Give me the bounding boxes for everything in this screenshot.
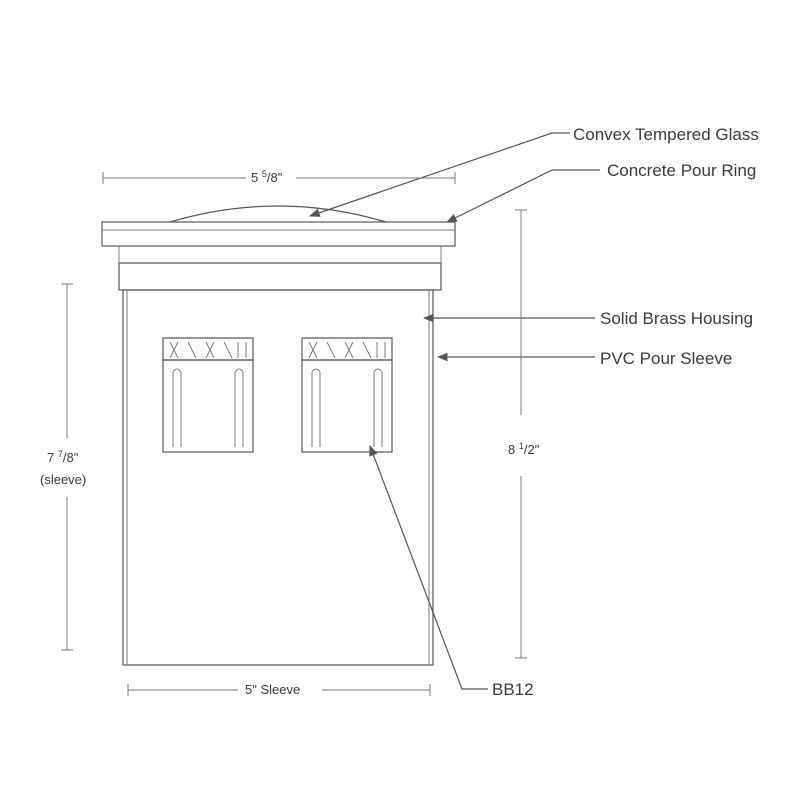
convex-glass-dome: [169, 205, 387, 223]
fixture: [101, 205, 456, 666]
total-height-denominator: 2": [527, 442, 539, 457]
pvc-pour-sleeve: [122, 289, 434, 666]
dimension-sleeve-height: 7 7/8" (sleeve): [40, 283, 86, 651]
sleeve-height-denominator: 8": [66, 450, 78, 465]
top-width-whole: 5: [251, 170, 262, 185]
label-concrete-pour-ring: Concrete Pour Ring: [607, 161, 756, 180]
svg-text:7 7/8": 7 7/8": [47, 449, 79, 465]
total-height-numerator: 1: [519, 441, 524, 451]
svg-text:8 1/2": 8 1/2": [508, 441, 540, 457]
label-solid-brass-housing: Solid Brass Housing: [600, 309, 753, 328]
sleeve-height-note: (sleeve): [40, 472, 86, 487]
dimension-sleeve-width: 5" Sleeve: [127, 682, 431, 697]
concrete-pour-ring: [101, 221, 456, 247]
sleeve-height-whole: 7: [47, 450, 58, 465]
total-height-whole: 8: [508, 442, 519, 457]
led-module-right: [301, 337, 393, 453]
led-module-left: [162, 337, 254, 453]
label-convex-tempered-glass: Convex Tempered Glass: [573, 125, 759, 144]
dimension-total-height: 8 1/2": [508, 209, 540, 659]
svg-text:5 5/8": 5 5/8": [251, 169, 283, 185]
brass-housing-collar: [118, 262, 442, 291]
top-width-numerator: 5: [262, 169, 267, 179]
callout-leaders: [308, 132, 600, 690]
dimension-top-width: 5 5/8": [102, 169, 456, 185]
top-width-denominator: 8": [270, 170, 282, 185]
label-model-bb12: BB12: [492, 680, 534, 699]
sleeve-height-numerator: 7: [58, 449, 63, 459]
label-pvc-pour-sleeve: PVC Pour Sleeve: [600, 349, 732, 368]
sleeve-width-label: 5" Sleeve: [245, 682, 300, 697]
